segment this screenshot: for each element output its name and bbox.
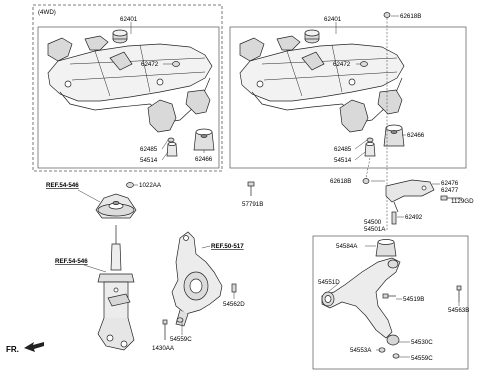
- front-direction-indicator: FR.: [6, 342, 44, 354]
- right-subframe-box: [229, 26, 467, 169]
- label-54584a: 54584A: [336, 243, 358, 250]
- left-subframe: [47, 29, 213, 133]
- right-label-62472: 62472: [333, 61, 351, 68]
- label-54530c: 54530C: [411, 339, 433, 346]
- left-label-62472: 62472: [141, 61, 159, 68]
- right-label-62485: 62485: [334, 146, 352, 153]
- nut-54559c-arm: [392, 353, 400, 359]
- right-62472-nut: [360, 61, 368, 67]
- left-label-62401: 62401: [120, 16, 138, 23]
- steering-knuckle: [162, 231, 237, 340]
- right-label-54514: 54514: [334, 157, 352, 164]
- strut-mount: [95, 182, 137, 219]
- label-54519b: 54519B: [403, 296, 424, 303]
- label-62476: 62476: [441, 180, 459, 187]
- stabilizer-bracket: [385, 179, 462, 225]
- left-62485-bushing: [167, 137, 175, 143]
- left-leaders: [130, 22, 205, 161]
- ref-54-546-strut: REF.54-546: [55, 258, 88, 265]
- right-label-62466: 62466: [407, 132, 425, 139]
- label-62618b-mid: 62618B: [330, 178, 351, 185]
- ball-joint-54530c: [386, 334, 400, 346]
- nut-1022aa: [126, 182, 134, 188]
- nut-54553a: [378, 347, 386, 353]
- left-label-62485: 62485: [140, 146, 158, 153]
- right-label-62618b-top: 62618B: [400, 13, 421, 20]
- right-subframe: [239, 29, 405, 133]
- left-label-62466: 62466: [195, 156, 213, 163]
- label-54551d: 54551D: [318, 279, 340, 286]
- label-1129gd: 1129GD: [451, 198, 474, 205]
- label-57791b: 57791B: [242, 201, 263, 208]
- lower-control-arm: [321, 239, 462, 359]
- bolt-54562d: [231, 283, 237, 293]
- bolt-1129gd: [440, 195, 448, 201]
- right-small-parts: [360, 12, 405, 184]
- bolt-54519b: [382, 293, 389, 299]
- label-62477: 62477: [441, 187, 459, 194]
- fr-label: FR.: [6, 345, 19, 354]
- fr-arrow-icon: [24, 342, 44, 352]
- bracket-leaders: [371, 180, 440, 218]
- label-54559c-arm: 54559C: [411, 355, 433, 362]
- label-54553a: 54553A: [350, 347, 372, 354]
- left-small-parts: [166, 61, 215, 157]
- strut-leaders: [77, 184, 138, 273]
- left-label-54514: 54514: [140, 157, 158, 164]
- strut-assembly: [97, 225, 135, 351]
- arm-leaders: [327, 245, 460, 358]
- right-62618b-nut-mid: [362, 178, 370, 184]
- right-62618b-nut-top: [383, 12, 391, 18]
- left-box-title: (4WD): [38, 9, 56, 16]
- label-54563b: 54563B: [448, 307, 469, 314]
- left-62472-nut: [172, 61, 180, 67]
- nut-54559c-knuckle: [176, 317, 184, 323]
- label-54559c-knuckle: 54559C: [170, 336, 192, 343]
- lower-arm-box: [312, 235, 469, 370]
- knuckle-leaders: [181, 245, 235, 335]
- left-4wd-box: [32, 4, 223, 172]
- bolt-62492: [391, 211, 397, 225]
- label-54501a: 54501A: [364, 226, 386, 233]
- bolt-57791b: [247, 181, 255, 196]
- label-1430aa: 1430AA: [152, 345, 175, 352]
- label-54500: 54500: [364, 219, 382, 226]
- label-1022aa: 1022AA: [139, 182, 162, 189]
- ref-50-517: REF.50-517: [211, 243, 244, 250]
- bolt-54563b: [456, 285, 462, 291]
- ref-54-546-top: REF.54-546: [46, 182, 79, 189]
- right-label-62401: 62401: [324, 16, 342, 23]
- left-inner-box: [37, 26, 220, 169]
- right-62485-bushing: [366, 137, 374, 143]
- label-62492: 62492: [405, 214, 423, 221]
- label-54562d: 54562D: [223, 301, 245, 308]
